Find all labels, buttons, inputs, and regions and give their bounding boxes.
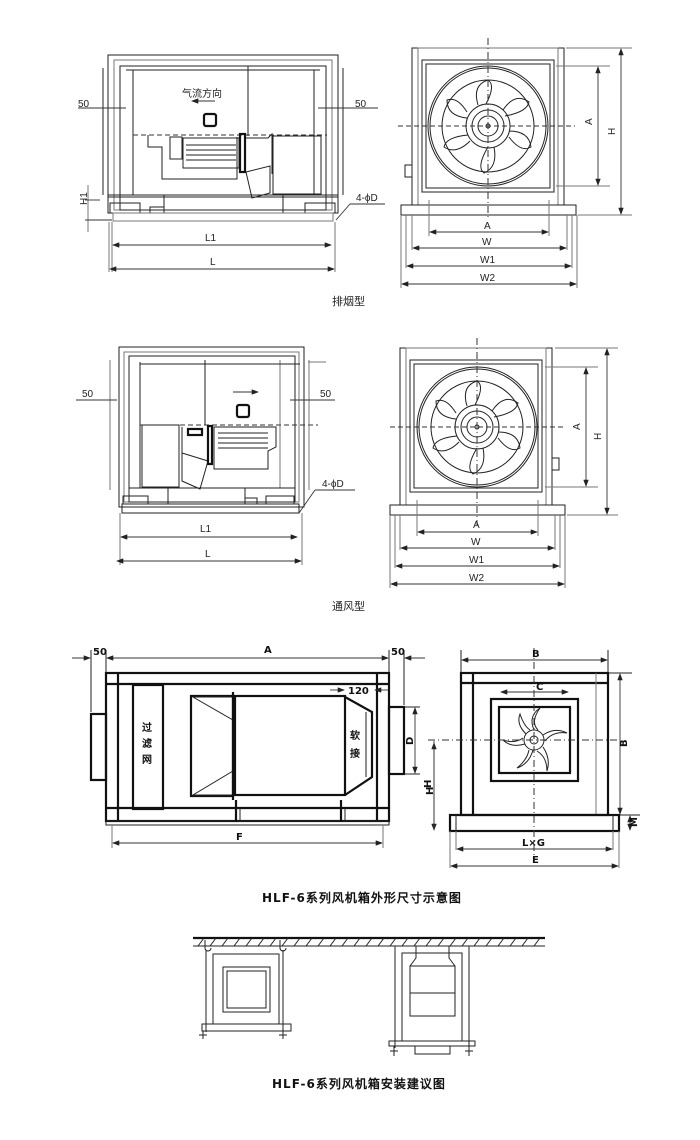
hlf6-h-side-label: H <box>423 780 434 788</box>
hlf6-m-label: M <box>629 817 640 827</box>
filter-label-3: 网 <box>142 754 152 766</box>
smoke-w-label: W <box>482 237 492 248</box>
vent-type-caption: 通风型 <box>332 600 365 613</box>
smoke-l1-label: L1 <box>205 233 217 244</box>
hlf6-c-label: C <box>536 682 543 693</box>
hlf6-b-right-label: B <box>619 739 630 747</box>
vent-l1-label: L1 <box>200 524 212 535</box>
hlf6-h-front-label: H <box>425 787 436 795</box>
hlf6-b-top-label: B <box>532 649 540 660</box>
filter-label-1: 过 <box>142 721 152 734</box>
hlf6-left-flange-label: 50 <box>93 647 107 658</box>
hlf6-e-label: E <box>532 855 539 866</box>
dims-diagram-title: HLF-6系列风机箱外形尺寸示意图 <box>262 891 462 905</box>
install-diagram-title: HLF-6系列风机箱安装建议图 <box>272 1077 446 1091</box>
hlf6-lxg-label: L×G <box>522 838 545 849</box>
smoke-h-label: H <box>607 128 618 135</box>
hlf6-f-label: F <box>236 832 243 843</box>
smoke-airflow-label: 气流方向 <box>182 87 222 100</box>
smoke-w2-label: W2 <box>480 273 495 284</box>
vent-a-label: A <box>473 520 480 531</box>
ceiling-hatching <box>197 937 541 947</box>
hlf6-side-view: 过 滤 网 软 接 50 A 50 120 D <box>72 645 437 848</box>
vent-a-vertical-label: A <box>572 423 583 430</box>
smoke-l-label: L <box>210 257 216 268</box>
smoke-front-view: A H A W W1 W2 <box>398 38 632 288</box>
vent-h-label: H <box>593 433 604 440</box>
vent-side-view: 50 50 4-ϕD L1 L <box>76 346 355 565</box>
vent-w-label: W <box>471 537 481 548</box>
smoke-side-view: 50 50 气流方向 H1 4-ϕD L1 L <box>78 54 385 272</box>
soft-joint-label-1: 软 <box>350 729 360 742</box>
vent-front-view: A H A W W1 W2 <box>389 338 618 588</box>
smoke-h1-label: H1 <box>79 192 90 205</box>
filter-label-2: 滤 <box>142 737 152 750</box>
smoke-w1-label: W1 <box>480 255 495 266</box>
hlf6-a-label: A <box>264 645 272 656</box>
smoke-holes-label: 4-ϕD <box>356 193 378 204</box>
smoke-left-flange-label: 50 <box>78 99 90 110</box>
vent-left-flange-label: 50 <box>82 389 94 400</box>
vent-l-label: L <box>205 549 211 560</box>
hlf6-gap-label: 120 <box>348 686 369 697</box>
vent-w1-label: W1 <box>469 555 484 566</box>
hlf6-right-flange-label: 50 <box>391 647 405 658</box>
hlf6-d-label: D <box>405 737 416 745</box>
hlf6-front-view: B C B M H L×G E <box>425 648 640 869</box>
smoke-a-vertical-label: A <box>584 118 595 125</box>
install-diagram <box>193 936 545 1056</box>
vent-right-flange-label: 50 <box>320 389 332 400</box>
vent-holes-label: 4-ϕD <box>322 479 344 490</box>
smoke-type-caption: 排烟型 <box>332 295 365 308</box>
vent-w2-label: W2 <box>469 573 484 584</box>
smoke-right-flange-label: 50 <box>355 99 367 110</box>
vent-impeller-blades <box>432 380 521 475</box>
soft-joint-label-2: 接 <box>350 747 360 760</box>
smoke-a-label: A <box>484 221 491 232</box>
